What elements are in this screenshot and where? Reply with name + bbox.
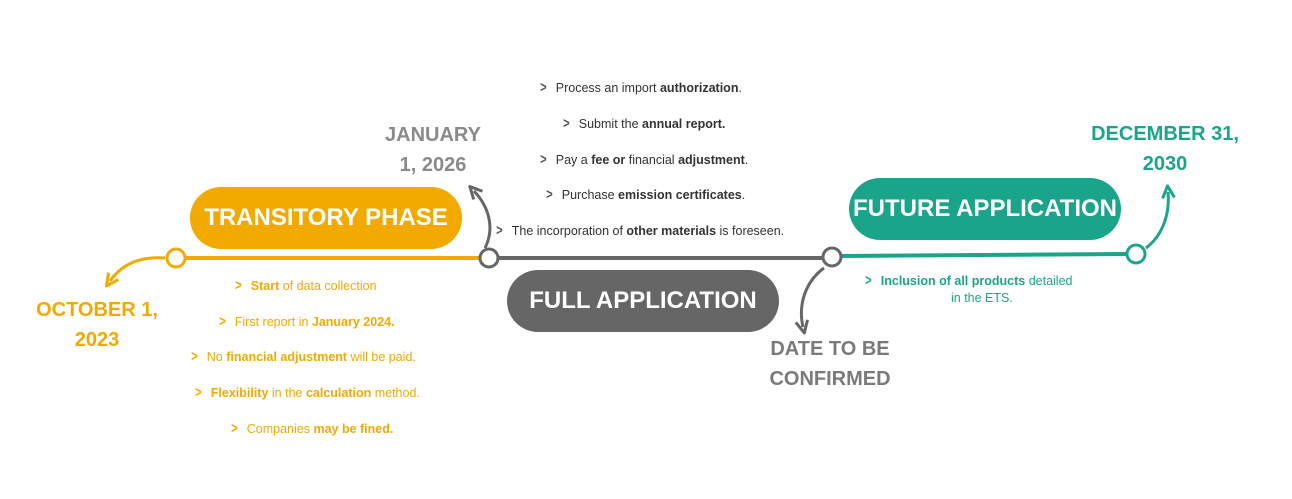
chevron-right-icon: > xyxy=(231,420,238,437)
chevron-right-icon: > xyxy=(540,79,547,96)
full-application-end-date: DATE TO BE CONFIRMED xyxy=(755,334,905,394)
transitory-item-fines: >Companies may be fined. xyxy=(231,420,394,437)
full-start-date-line: 1, 2026 xyxy=(399,154,467,176)
start-date-line: OCTOBER 1, xyxy=(36,299,158,321)
chevron-right-icon: > xyxy=(546,186,553,203)
full-start-date-line: JANUARY xyxy=(385,124,481,146)
chevron-right-icon: > xyxy=(563,115,570,132)
milestone-node-start xyxy=(165,247,187,269)
future-application-label: FUTURE APPLICATION xyxy=(849,178,1121,240)
chevron-right-icon: > xyxy=(865,272,872,289)
milestone-node-full-end xyxy=(821,246,843,268)
chevron-right-icon: > xyxy=(496,222,503,239)
transitory-item-flexibility: >Flexibility in the calculation method. xyxy=(195,384,420,401)
future-item-ets: in the ETS. xyxy=(951,291,1013,305)
chevron-right-icon: > xyxy=(191,348,198,365)
full-end-date-line: CONFIRMED xyxy=(769,368,891,390)
future-application-start-date: DECEMBER 31, 2030 xyxy=(1080,119,1250,179)
full-item-other-materials: >The incorporation of other materials is… xyxy=(496,222,785,239)
timeline-segment-future xyxy=(841,252,1127,258)
full-item-import-authorization: >Process an import authorization. xyxy=(540,79,742,96)
transitory-item-data-collection: >Start of data collection xyxy=(235,277,377,294)
milestone-node-full-start xyxy=(478,247,500,269)
full-application-label: FULL APPLICATION xyxy=(507,270,779,332)
arrow-to-full-start-date xyxy=(474,191,492,249)
arrow-to-future-start-date xyxy=(1145,192,1168,250)
future-start-date-line: 2030 xyxy=(1142,153,1188,175)
full-application-start-date: JANUARY 1, 2026 xyxy=(368,120,498,180)
transitory-item-first-report: >First report in January 2024. xyxy=(219,313,395,330)
full-item-annual-report: >Submit the annual report. xyxy=(563,115,726,132)
full-item-emission-certificates: >Purchase emission certificates. xyxy=(546,186,746,203)
future-start-date-line: DECEMBER 31, xyxy=(1091,123,1239,145)
transitory-item-no-financial-adjustment: >No financial adjustment will be paid. xyxy=(191,348,416,365)
start-date: OCTOBER 1, 2023 xyxy=(22,295,172,355)
milestone-node-future-start xyxy=(1125,243,1147,265)
arrow-to-full-end-date xyxy=(801,266,825,327)
chevron-right-icon: > xyxy=(219,313,226,330)
future-item-all-products: >Inclusion of all products detailed xyxy=(865,272,1073,289)
arrow-to-start-date xyxy=(110,256,166,281)
start-date-line: 2023 xyxy=(74,329,120,351)
full-end-date-line: DATE TO BE xyxy=(770,338,890,360)
chevron-right-icon: > xyxy=(540,151,547,168)
chevron-right-icon: > xyxy=(195,384,202,401)
chevron-right-icon: > xyxy=(235,277,242,294)
transitory-phase-label: TRANSITORY PHASE xyxy=(190,187,462,249)
full-item-fee: >Pay a fee or financial adjustment. xyxy=(540,151,749,168)
